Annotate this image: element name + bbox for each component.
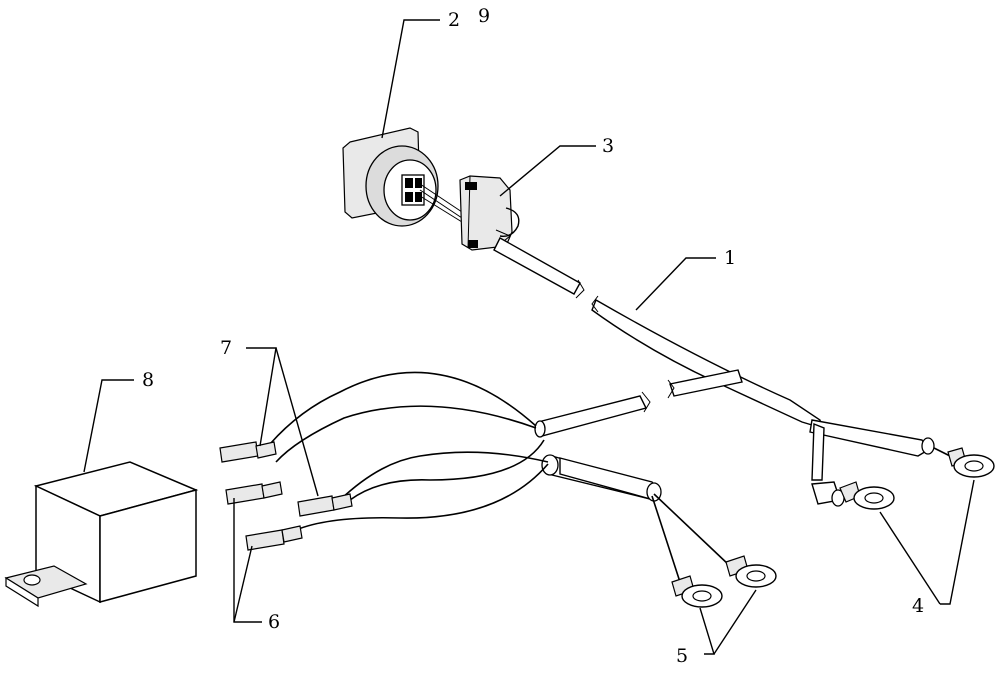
callout-5: 5 xyxy=(676,645,688,667)
ring-terminal-5b xyxy=(651,495,723,608)
panel-socket-connector xyxy=(342,127,439,227)
main-trunk-cable xyxy=(493,237,935,507)
ring-terminal-4b xyxy=(839,481,895,510)
callout-7: 7 xyxy=(220,337,232,359)
callout-1: 1 xyxy=(724,247,736,269)
callout-3: 3 xyxy=(602,135,614,157)
harness-wires xyxy=(269,371,549,531)
lower-harness-sheath-upper xyxy=(534,391,651,438)
callout-labels: 2 9 3 1 7 8 6 5 4 xyxy=(142,5,924,667)
callout-4: 4 xyxy=(912,595,924,617)
ring-terminal-4a xyxy=(933,447,995,478)
socket-wires xyxy=(419,183,463,223)
blade-terminal-6a xyxy=(225,481,283,505)
blade-terminal-7b xyxy=(297,493,353,517)
lower-harness-sheath-lower xyxy=(541,454,662,502)
blade-terminal-6b xyxy=(245,525,303,551)
callout-6: 6 xyxy=(268,611,280,633)
module-box xyxy=(4,461,199,608)
callout-2: 2 xyxy=(448,9,460,31)
ring-terminal-5a xyxy=(653,493,777,588)
callout-8: 8 xyxy=(142,369,154,391)
leader-lines xyxy=(83,19,975,655)
blade-terminal-7a xyxy=(219,441,277,463)
callout-9: 9 xyxy=(478,5,490,27)
plug-connector xyxy=(459,175,520,251)
